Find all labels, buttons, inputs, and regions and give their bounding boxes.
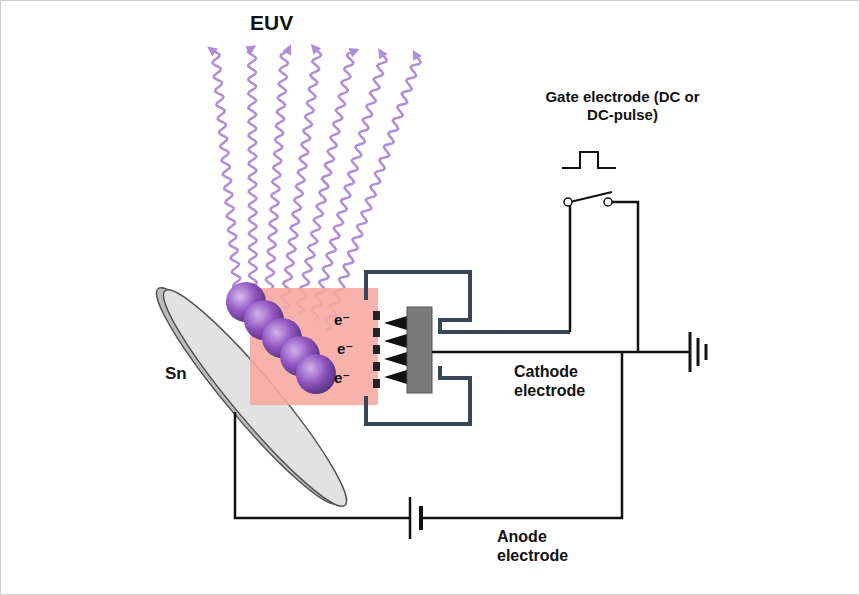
electron-label: e⁻	[337, 340, 353, 358]
electron-label: e⁻	[334, 369, 350, 387]
battery-symbol	[410, 497, 421, 539]
euv-rays	[211, 48, 420, 330]
euv-ray	[281, 48, 321, 308]
euv-ray	[211, 49, 241, 296]
wires	[235, 202, 690, 518]
euv-ray	[248, 48, 257, 300]
gate-grid	[373, 311, 380, 388]
cathode-label: Cathode electrode	[514, 362, 609, 400]
electron-label: e⁻	[334, 311, 350, 329]
plasma	[226, 282, 336, 394]
ground-symbol	[690, 332, 706, 372]
anode-label: Anode electrode	[497, 527, 592, 565]
gate-switch	[562, 152, 616, 206]
sn-label: Sn	[165, 364, 187, 384]
emitter-tips	[384, 316, 407, 384]
cathode-plate	[407, 307, 432, 393]
euv-ray	[265, 49, 289, 304]
cathode-housing	[366, 272, 570, 424]
gate-label: Gate electrode (DC or DC-pulse)	[540, 88, 705, 124]
euv-label: EUV	[250, 10, 293, 35]
euv-ray	[312, 52, 387, 320]
